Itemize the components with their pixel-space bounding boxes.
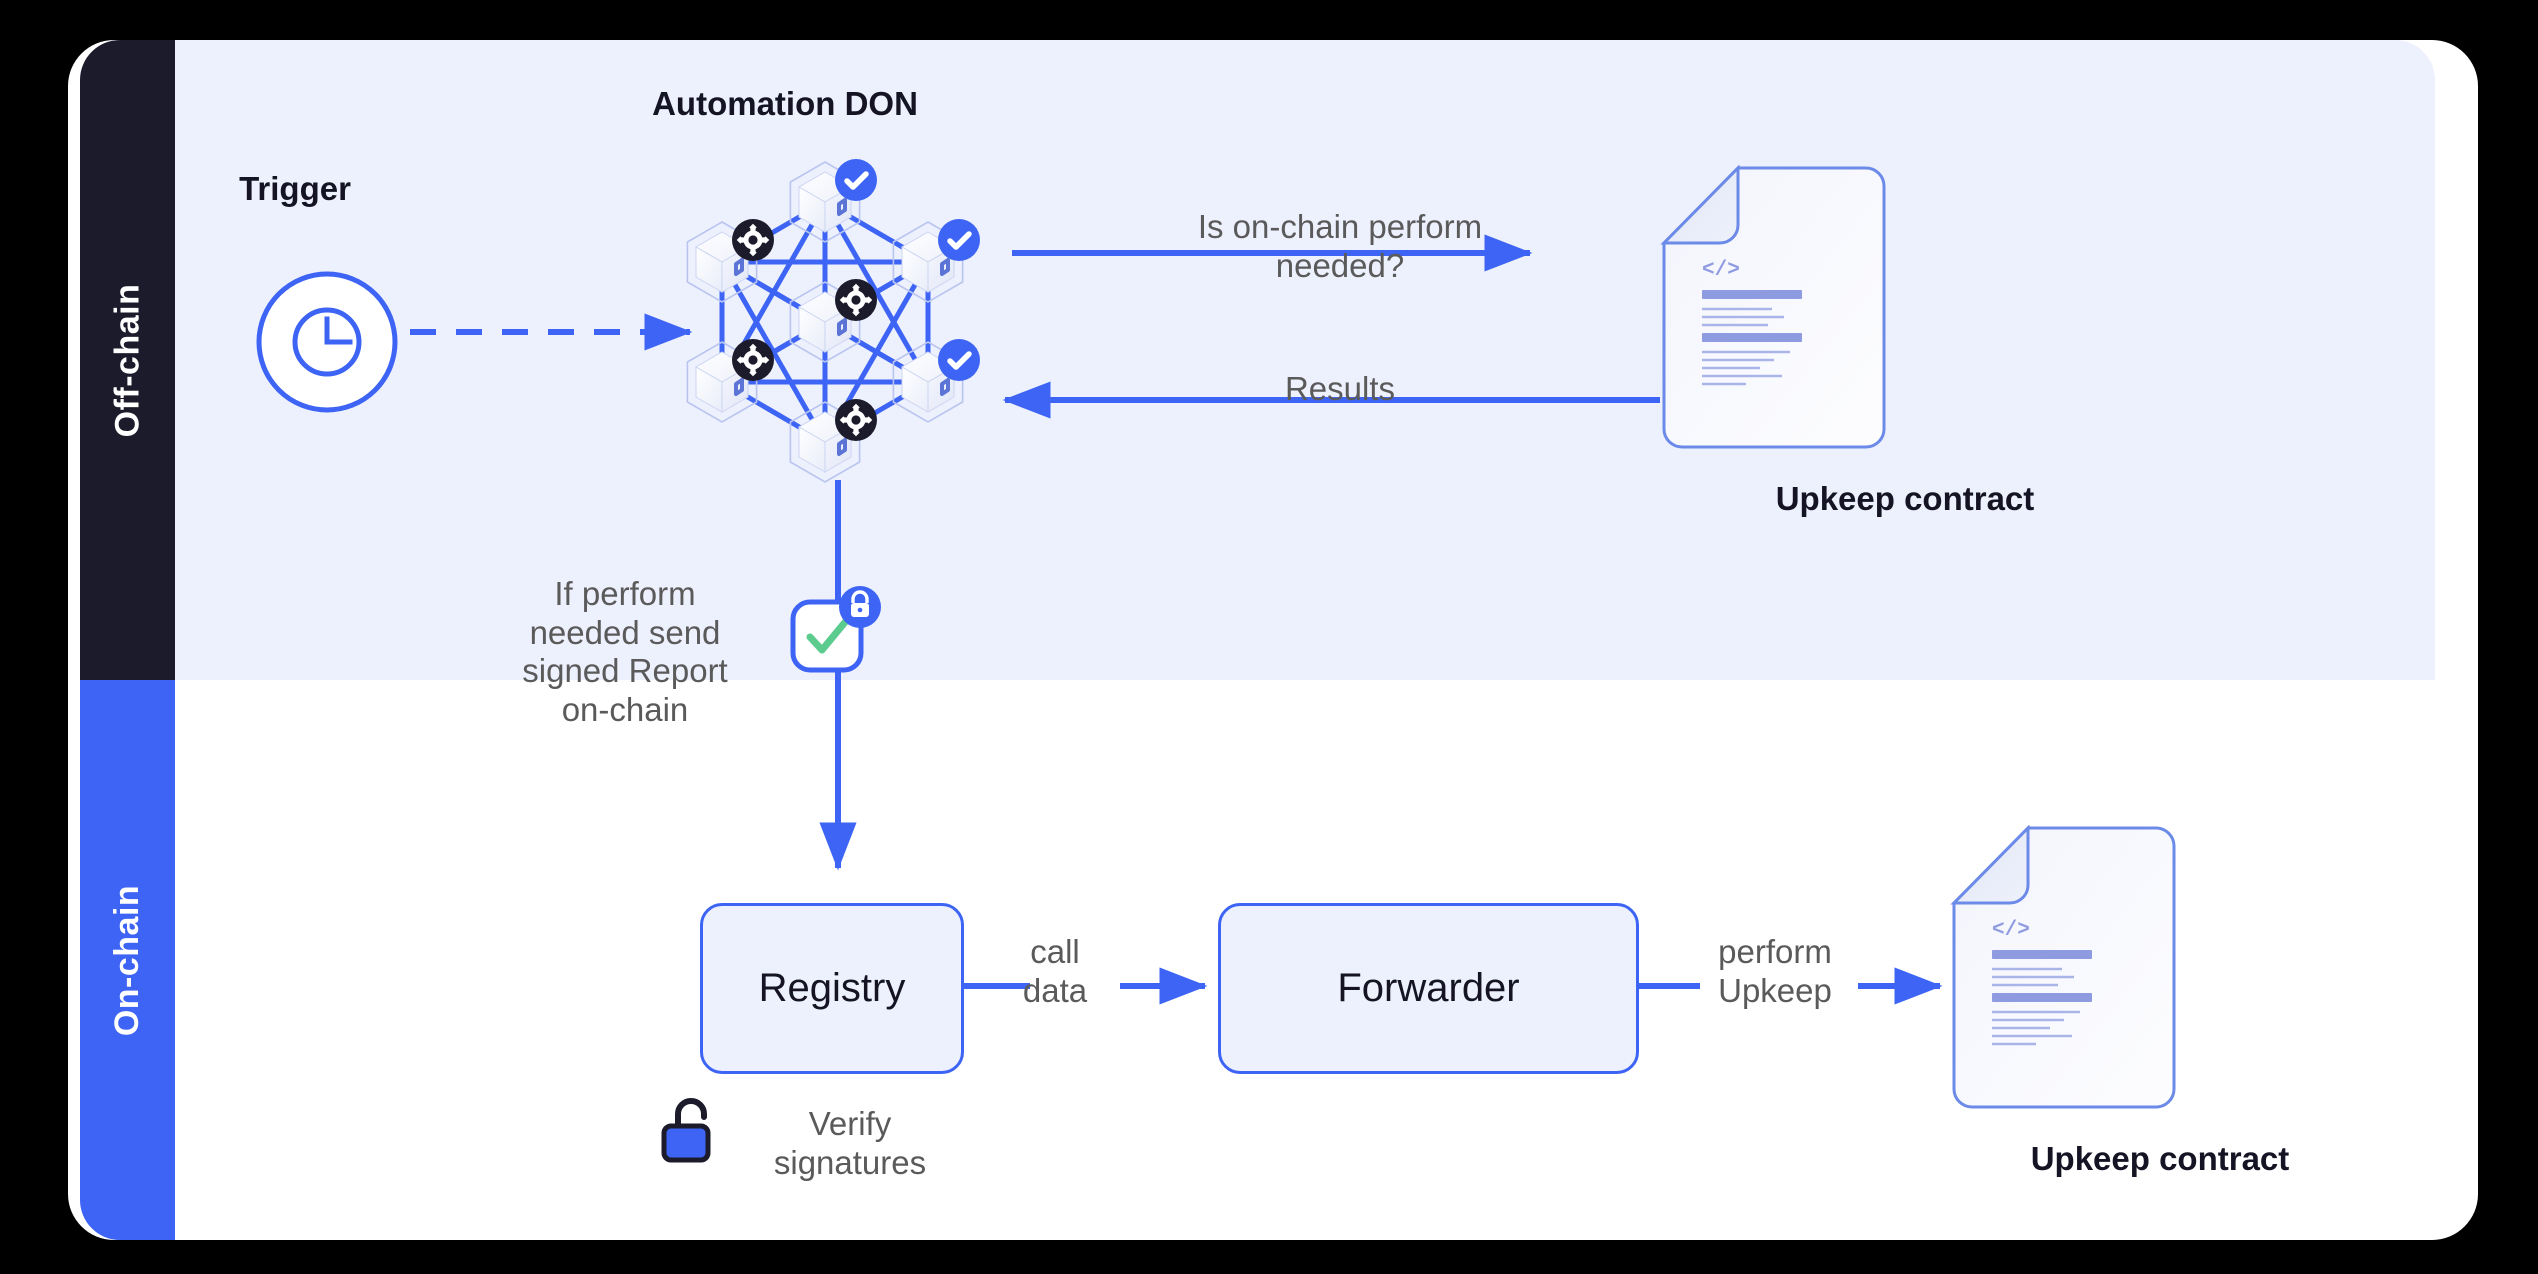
unlock-icon — [661, 1098, 711, 1163]
automation-don-network — [685, 140, 1020, 484]
section-tab-offchain-label: Off-chain — [108, 283, 146, 437]
svg-text:</>: </> — [1992, 919, 2030, 942]
gear-icon — [732, 219, 774, 261]
forwarder-box[interactable]: Forwarder — [1218, 903, 1639, 1074]
results-label: Results — [1284, 370, 1396, 407]
registry-label: Registry — [758, 966, 906, 1010]
automation-don-title: Automation DON — [652, 85, 918, 122]
forwarder-label: Forwarder — [1337, 966, 1520, 1010]
gear-icon — [835, 399, 877, 441]
gear-icon — [835, 279, 877, 321]
section-tab-offchain: Off-chain — [80, 40, 175, 680]
trigger-title: Trigger — [239, 170, 351, 207]
check-icon — [938, 219, 980, 261]
upkeep-contract-document-icon: </> — [1660, 165, 1886, 449]
upkeep-contract-label-offchain: Upkeep contract — [1775, 480, 2035, 517]
offchain-region — [175, 40, 2435, 680]
section-tab-onchain-label: On-chain — [108, 884, 146, 1036]
registry-box[interactable]: Registry — [700, 903, 964, 1074]
check-icon — [835, 159, 877, 201]
if-perform-needed-label: If perform needed send signed Report on-… — [522, 575, 728, 728]
question-label: Is on-chain perform needed? — [1197, 208, 1483, 284]
check-icon — [938, 339, 980, 381]
svg-text:</>: </> — [1702, 259, 1740, 282]
clock-icon — [256, 271, 398, 413]
perform-upkeep-label: perform Upkeep — [1718, 933, 1832, 1009]
section-tab-onchain: On-chain — [80, 680, 175, 1240]
upkeep-contract-document-icon-onchain: </> — [1950, 825, 2176, 1109]
verify-signatures-label: Verify signatures — [773, 1105, 927, 1181]
upkeep-contract-label-onchain: Upkeep contract — [2030, 1140, 2290, 1177]
call-data-label: call data — [1022, 933, 1088, 1009]
signed-report-check-lock-icon — [790, 586, 881, 673]
gear-icon — [732, 339, 774, 381]
